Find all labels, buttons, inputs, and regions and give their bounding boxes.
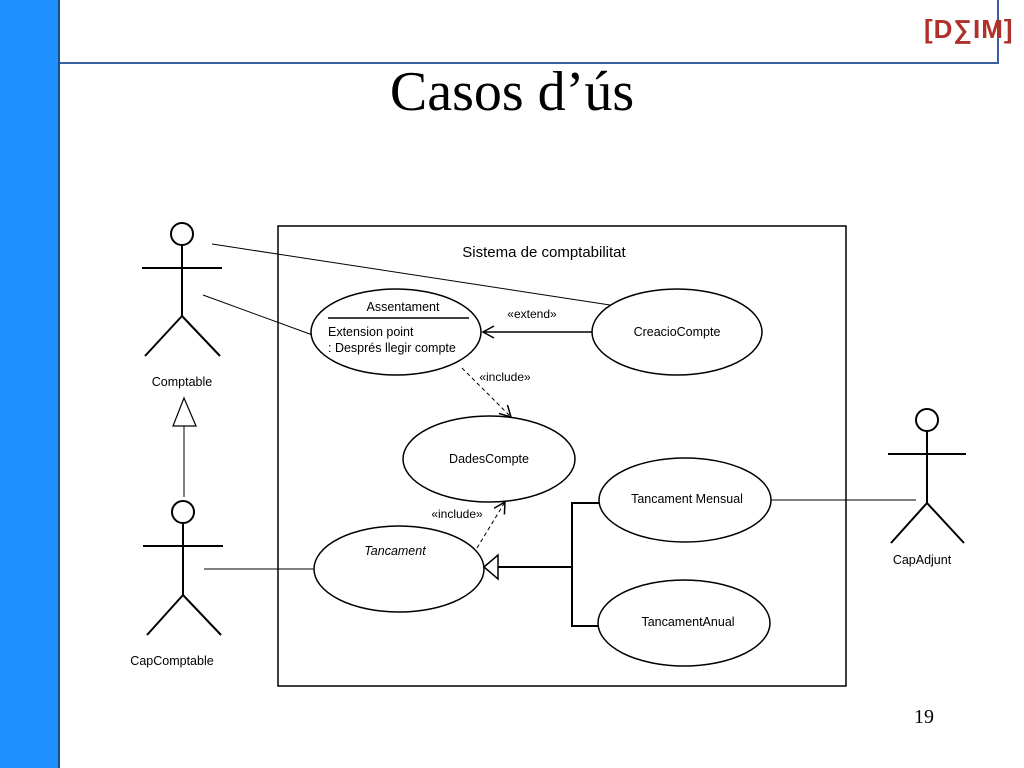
system-name: Sistema de comptabilitat — [462, 244, 626, 261]
generalization-arrowhead — [172, 396, 197, 427]
dim-logo: [D∑IM] — [924, 14, 1014, 44]
include-label-tancament: «include» — [431, 507, 483, 521]
slide-title: Casos d’ús — [389, 61, 635, 123]
extend-label: «extend» — [507, 307, 557, 321]
usecase-tancament-mensual-label: Tancament Mensual — [631, 492, 743, 506]
generalization-tancament-lines — [498, 502, 599, 627]
generalization-tancament-arrowhead — [482, 553, 499, 581]
usecase-creaciocompte-label: CreacioCompte — [634, 325, 721, 339]
actor-cap-adjunt[interactable] — [888, 408, 966, 544]
extension-point-text: : Després llegir compte — [328, 341, 456, 355]
association-comptable-creaciocompte — [211, 243, 611, 306]
actor-comptable[interactable] — [142, 222, 222, 357]
usecase-tancament-anual[interactable] — [597, 579, 771, 667]
usecase-assentament[interactable] — [310, 288, 482, 376]
usecase-dadescompte[interactable] — [402, 415, 576, 503]
usecase-tancament-mensual[interactable] — [598, 457, 772, 543]
usecase-assentament-label: Assentament — [367, 300, 440, 314]
usecase-dadescompte-label: DadesCompte — [449, 452, 529, 466]
association-comptable-assentament — [202, 294, 319, 338]
usecase-tancament-anual-label: TancamentAnual — [641, 615, 734, 629]
usecase-tancament-label: Tancament — [364, 544, 426, 558]
actor-cap-adjunt-label: CapAdjunt — [893, 553, 952, 567]
header-frame — [60, 0, 999, 64]
extension-point-title: Extension point — [328, 325, 414, 339]
actor-cap-comptable[interactable] — [143, 500, 223, 636]
page-number: 19 — [914, 706, 934, 728]
usecase-tancament[interactable] — [313, 525, 485, 613]
include-arrow-tancament — [476, 500, 506, 549]
actor-comptable-label: Comptable — [152, 375, 212, 389]
system-boundary — [277, 225, 847, 687]
actor-cap-comptable-label: CapComptable — [130, 654, 213, 668]
left-accent-bar — [0, 0, 60, 768]
include-label-assentament: «include» — [479, 370, 531, 384]
include-arrow-assentament — [461, 367, 513, 419]
